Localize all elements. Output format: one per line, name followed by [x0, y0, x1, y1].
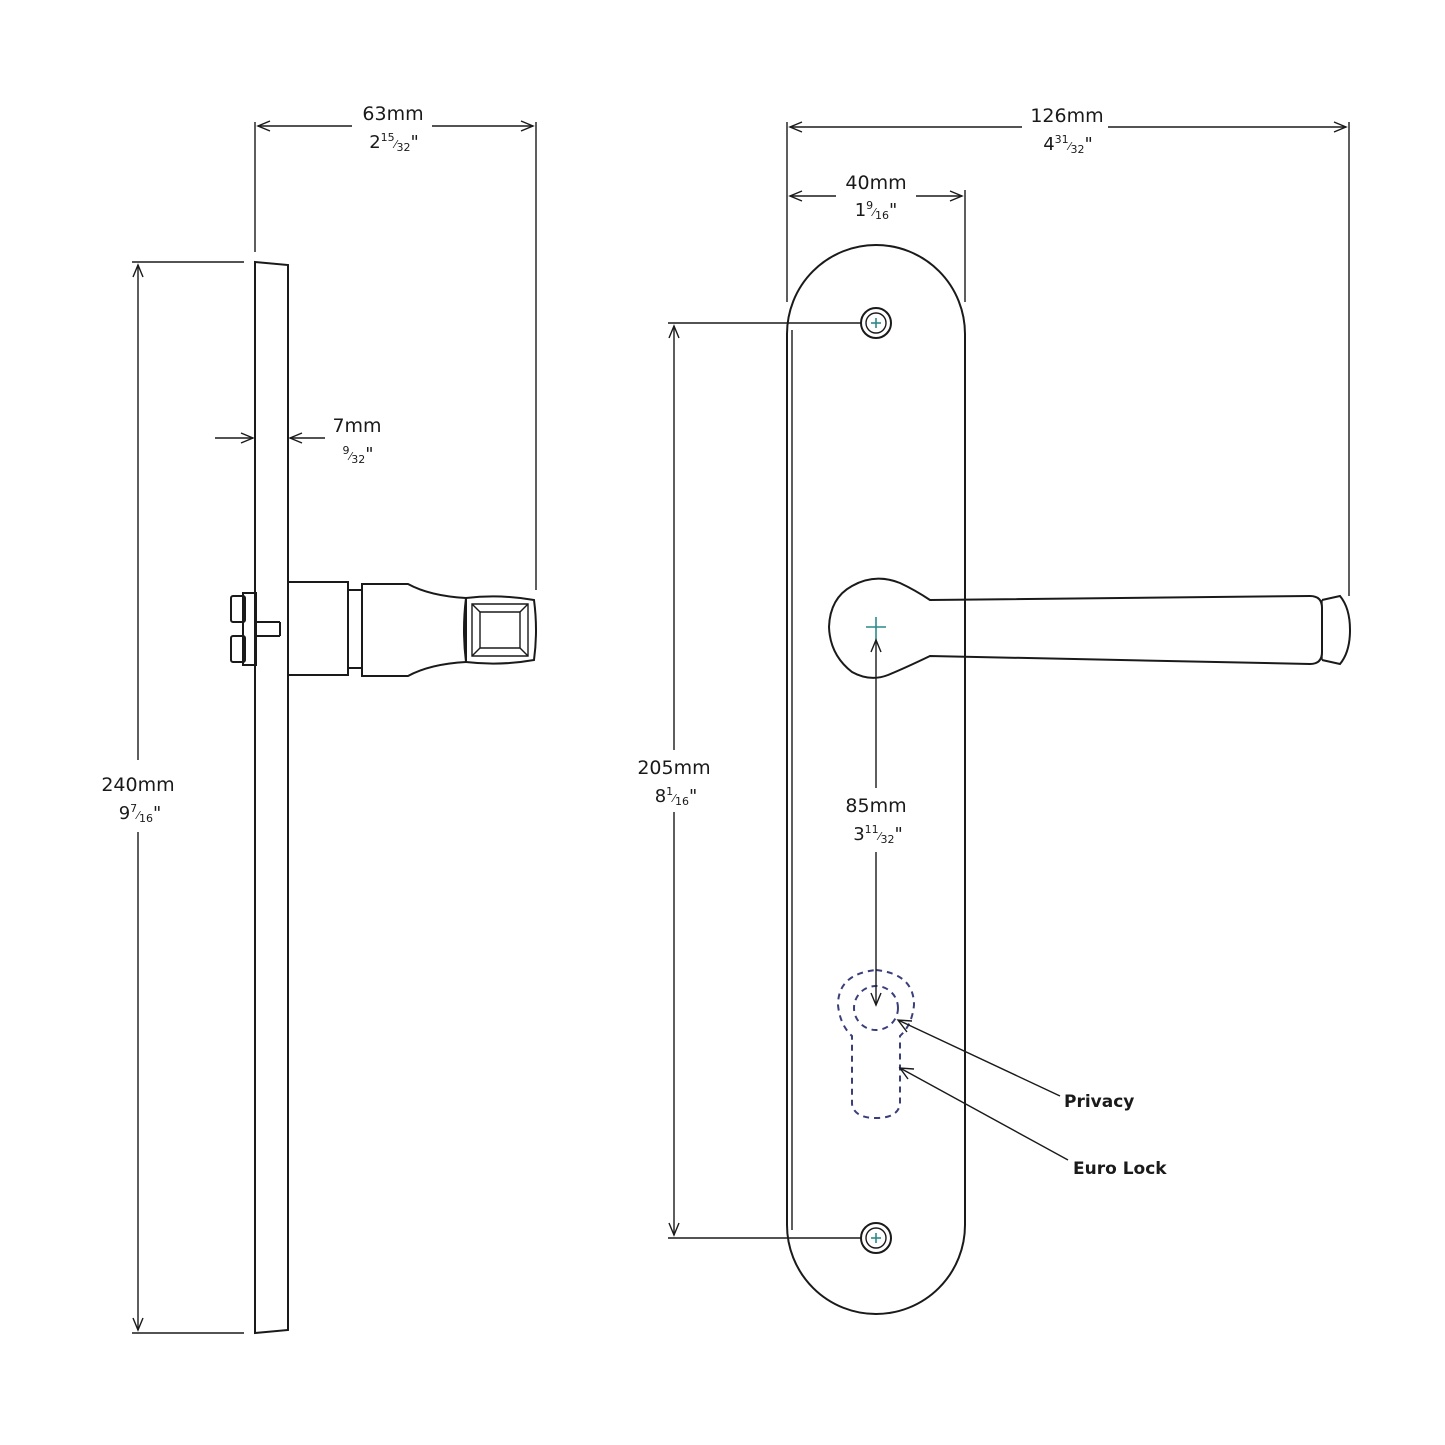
dim-overall-projection: 63mm 215⁄32" [254, 103, 537, 590]
side-lever-end [463, 595, 537, 665]
dim-126-mm: 126mm [1030, 105, 1103, 127]
front-lever [827, 577, 1323, 679]
dim-40-mm: 40mm [845, 172, 906, 194]
dim-lock-centres: 85mm 311⁄32" [845, 638, 907, 1007]
side-lever-neck [361, 583, 467, 677]
dim-126-inch: 431⁄32" [1043, 133, 1093, 156]
side-spindle [230, 592, 281, 666]
dim-205-mm: 205mm [637, 757, 710, 779]
dim-63-inch: 215⁄32" [369, 131, 419, 154]
side-backplate [254, 260, 289, 1335]
callout-privacy: Privacy [896, 1019, 1134, 1112]
dim-85-inch: 311⁄32" [853, 823, 903, 846]
dim-63-mm: 63mm [362, 103, 423, 125]
side-collar [347, 589, 363, 669]
dim-85-mm: 85mm [845, 795, 906, 817]
dim-240-inch: 97⁄16" [119, 802, 162, 825]
front-view: 126mm 431⁄32" 40mm 19⁄16" 205mm 81⁄16" [637, 105, 1352, 1315]
dim-40-inch: 19⁄16" [855, 199, 898, 222]
callout-privacy-label: Privacy [1064, 1092, 1134, 1112]
side-view: 63mm 215⁄32" 7mm 9⁄32" 240mm 97⁄16" [101, 103, 537, 1335]
side-rose [287, 581, 349, 676]
dim-fixing-centres: 205mm 81⁄16" [637, 322, 862, 1239]
euro-lock-cutout [836, 968, 916, 1120]
front-backplate [786, 244, 966, 1315]
dim-plate-thickness: 7mm 9⁄32" [215, 415, 382, 466]
callout-euro-lock-label: Euro Lock [1073, 1159, 1167, 1179]
bottom-screw [860, 1222, 892, 1254]
dim-240-mm: 240mm [101, 774, 174, 796]
dim-7-mm: 7mm [332, 415, 381, 437]
dim-7-inch: 9⁄32" [342, 444, 373, 466]
front-lever-end [1321, 594, 1352, 666]
callout-euro-lock: Euro Lock [898, 1067, 1167, 1179]
dim-plate-width: 40mm 19⁄16" [788, 172, 966, 302]
top-screw [860, 307, 892, 339]
dim-205-inch: 81⁄16" [655, 785, 698, 808]
dim-plate-height: 240mm 97⁄16" [101, 261, 244, 1334]
dim-lever-length: 126mm 431⁄32" [786, 105, 1350, 596]
